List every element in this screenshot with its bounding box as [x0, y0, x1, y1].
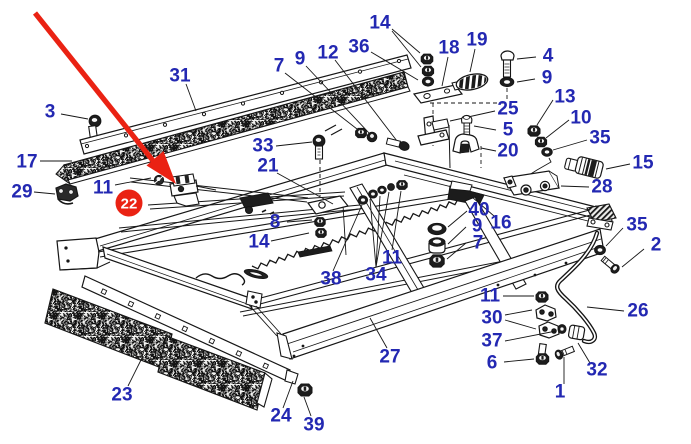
svg-text:13: 13 — [554, 87, 575, 108]
svg-text:11: 11 — [480, 286, 501, 307]
svg-text:30: 30 — [481, 308, 502, 329]
svg-text:3: 3 — [45, 102, 56, 123]
svg-text:11: 11 — [93, 178, 114, 199]
svg-text:36: 36 — [348, 37, 369, 58]
svg-text:20: 20 — [497, 141, 518, 162]
svg-text:9: 9 — [472, 216, 483, 237]
svg-text:35: 35 — [589, 128, 611, 149]
svg-text:6: 6 — [487, 353, 498, 374]
svg-text:18: 18 — [438, 38, 459, 59]
svg-text:15: 15 — [632, 153, 654, 174]
svg-text:24: 24 — [270, 406, 292, 427]
svg-text:25: 25 — [497, 99, 519, 120]
svg-text:39: 39 — [303, 415, 324, 436]
svg-text:29: 29 — [11, 182, 32, 203]
svg-text:16: 16 — [490, 213, 511, 234]
svg-text:22: 22 — [121, 196, 138, 213]
svg-text:2: 2 — [651, 235, 662, 256]
svg-text:9: 9 — [295, 49, 306, 70]
svg-text:4: 4 — [543, 46, 554, 67]
svg-text:33: 33 — [252, 136, 273, 157]
svg-text:14: 14 — [248, 232, 270, 253]
svg-text:10: 10 — [570, 108, 591, 129]
svg-text:1: 1 — [555, 382, 566, 403]
svg-text:7: 7 — [473, 233, 484, 254]
svg-text:31: 31 — [169, 66, 191, 87]
svg-text:27: 27 — [379, 347, 400, 368]
svg-text:28: 28 — [591, 177, 612, 198]
svg-text:34: 34 — [365, 265, 387, 286]
svg-text:9: 9 — [542, 68, 553, 89]
svg-text:12: 12 — [317, 43, 338, 64]
svg-text:21: 21 — [257, 156, 279, 177]
svg-text:8: 8 — [270, 212, 281, 233]
svg-text:14: 14 — [369, 13, 391, 34]
svg-text:40: 40 — [468, 200, 489, 221]
svg-text:37: 37 — [481, 331, 502, 352]
svg-text:11: 11 — [382, 248, 403, 269]
svg-text:38: 38 — [320, 269, 341, 290]
svg-text:7: 7 — [274, 56, 285, 77]
svg-text:17: 17 — [16, 152, 37, 173]
svg-text:32: 32 — [586, 360, 607, 381]
svg-text:26: 26 — [627, 301, 648, 322]
svg-text:19: 19 — [466, 30, 487, 51]
svg-text:5: 5 — [503, 120, 514, 141]
svg-text:35: 35 — [626, 215, 648, 236]
svg-text:23: 23 — [111, 385, 132, 406]
